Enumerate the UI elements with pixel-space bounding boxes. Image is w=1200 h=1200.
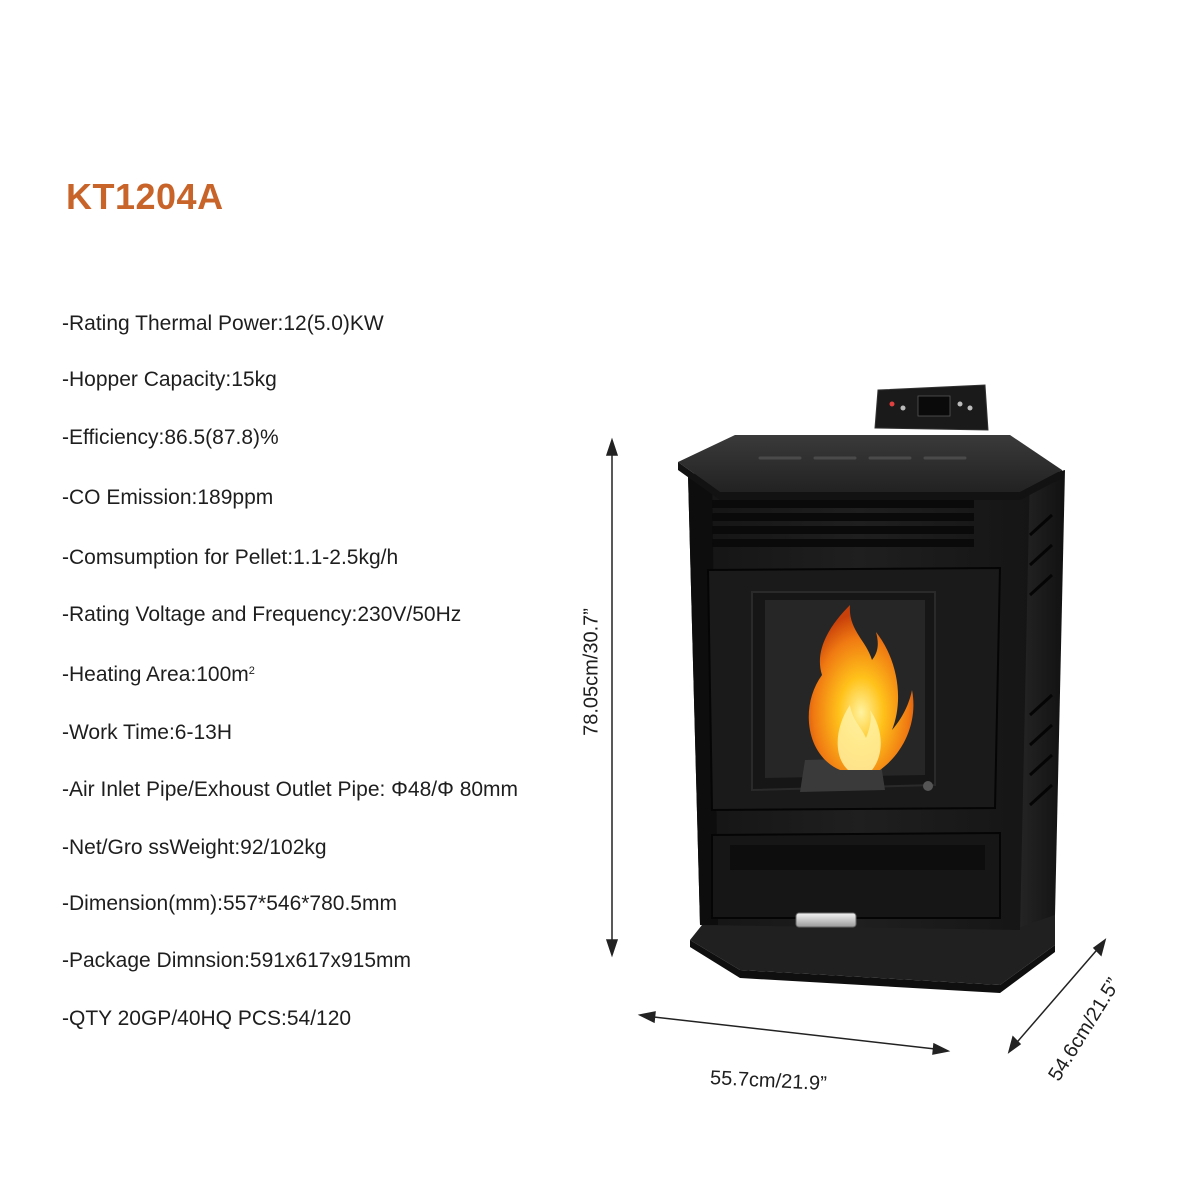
spec-work-time: -Work Time:6-13H: [62, 721, 232, 744]
spec-efficiency: -Efficiency:86.5(87.8)%: [62, 426, 279, 449]
spec-co-emission: -CO Emission:189ppm: [62, 486, 274, 509]
depth-dimension-line: [1007, 938, 1107, 1054]
width-dimension-line: [637, 1011, 951, 1055]
control-panel: [874, 384, 989, 431]
stove-top-lid: [678, 435, 1062, 492]
spec-pipe: -Air Inlet Pipe/Exhoust Outlet Pipe: Φ48…: [62, 778, 519, 801]
spec-thermal-power: -Rating Thermal Power:12(5.0)KW: [62, 312, 384, 335]
drawer-handle: [795, 912, 857, 928]
height-dimension-line: [605, 437, 619, 958]
spec-qty: -QTY 20GP/40HQ PCS:54/120: [62, 1007, 352, 1030]
spec-weight: -Net/Gro ssWeight:92/102kg: [62, 836, 327, 859]
stove-side-panel: [1018, 470, 1065, 928]
spec-pellet-consumption: -Comsumption for Pellet:1.1-2.5kg/h: [62, 546, 399, 569]
vent-grille: [712, 500, 974, 547]
spec-voltage-frequency: -Rating Voltage and Frequency:230V/50Hz: [62, 603, 462, 626]
height-dimension-label: 78.05cm/30.7”: [580, 608, 603, 736]
flame: [808, 605, 914, 770]
spec-heating-area: -Heating Area:100m2: [62, 663, 255, 686]
spec-dimension: -Dimension(mm):557*546*780.5mm: [62, 892, 397, 915]
spec-hopper-capacity: -Hopper Capacity:15kg: [62, 368, 277, 391]
stove-base: [690, 915, 1055, 985]
side-vent-slots: [1028, 513, 1054, 807]
spec-package-dimension: -Package Dimnsion:591x617x915mm: [62, 949, 412, 972]
product-title: KT1204A: [66, 176, 224, 217]
